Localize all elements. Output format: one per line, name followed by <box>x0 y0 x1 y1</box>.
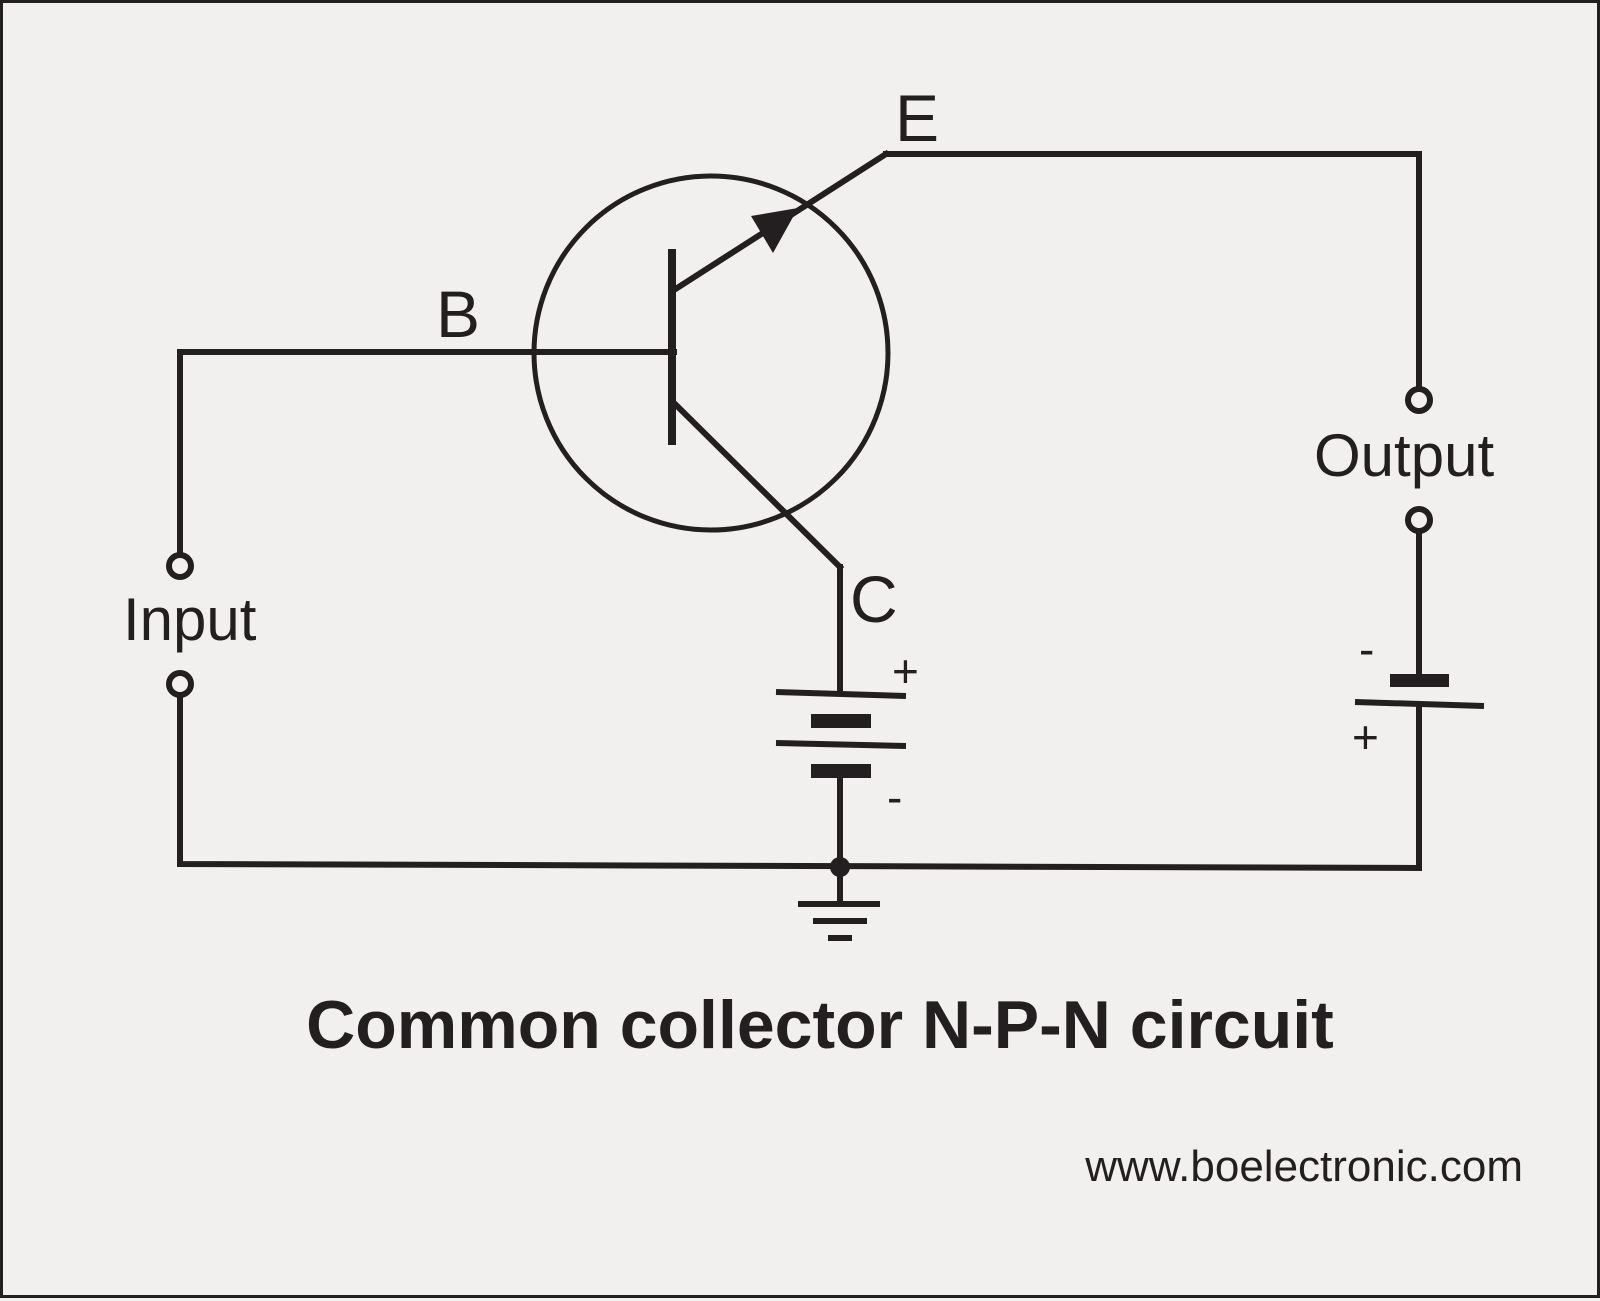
emitter-arrow-icon <box>751 208 798 253</box>
emitter-label: E <box>895 81 939 155</box>
collector-battery-minus-label: - <box>887 771 902 823</box>
base-label: B <box>436 277 480 351</box>
collector-label: C <box>850 562 898 636</box>
collector-lead <box>669 398 845 572</box>
emitter-output-wire <box>883 151 1422 392</box>
output-terminal-top <box>1405 386 1433 414</box>
collector-battery-plate-1 <box>775 689 907 699</box>
input-label: Input <box>123 586 257 653</box>
watermark-url: www.boelectronic.com <box>1084 1142 1523 1191</box>
diagram-title: Common collector N-P-N circuit <box>306 987 1334 1063</box>
junction-dot <box>830 857 850 877</box>
output-battery-minus-label: - <box>1359 623 1374 675</box>
ground-return-wire <box>177 692 1422 872</box>
collector-battery-plate-2 <box>811 714 871 728</box>
output-terminal-bottom <box>1405 506 1433 534</box>
output-label: Output <box>1314 422 1494 489</box>
input-terminal-top <box>166 552 194 580</box>
collector-battery-plus-label: + <box>892 645 919 697</box>
collector-battery-plate-3 <box>775 740 907 749</box>
output-battery-short-plate <box>1390 674 1449 687</box>
output-battery-plus-label: + <box>1352 711 1379 763</box>
base-wire <box>177 349 677 559</box>
collector-battery-plate-4 <box>811 764 871 778</box>
input-terminal-bottom <box>166 670 194 698</box>
circuit-diagram: E B C Input Output + - - + Common collec… <box>123 81 1523 1191</box>
